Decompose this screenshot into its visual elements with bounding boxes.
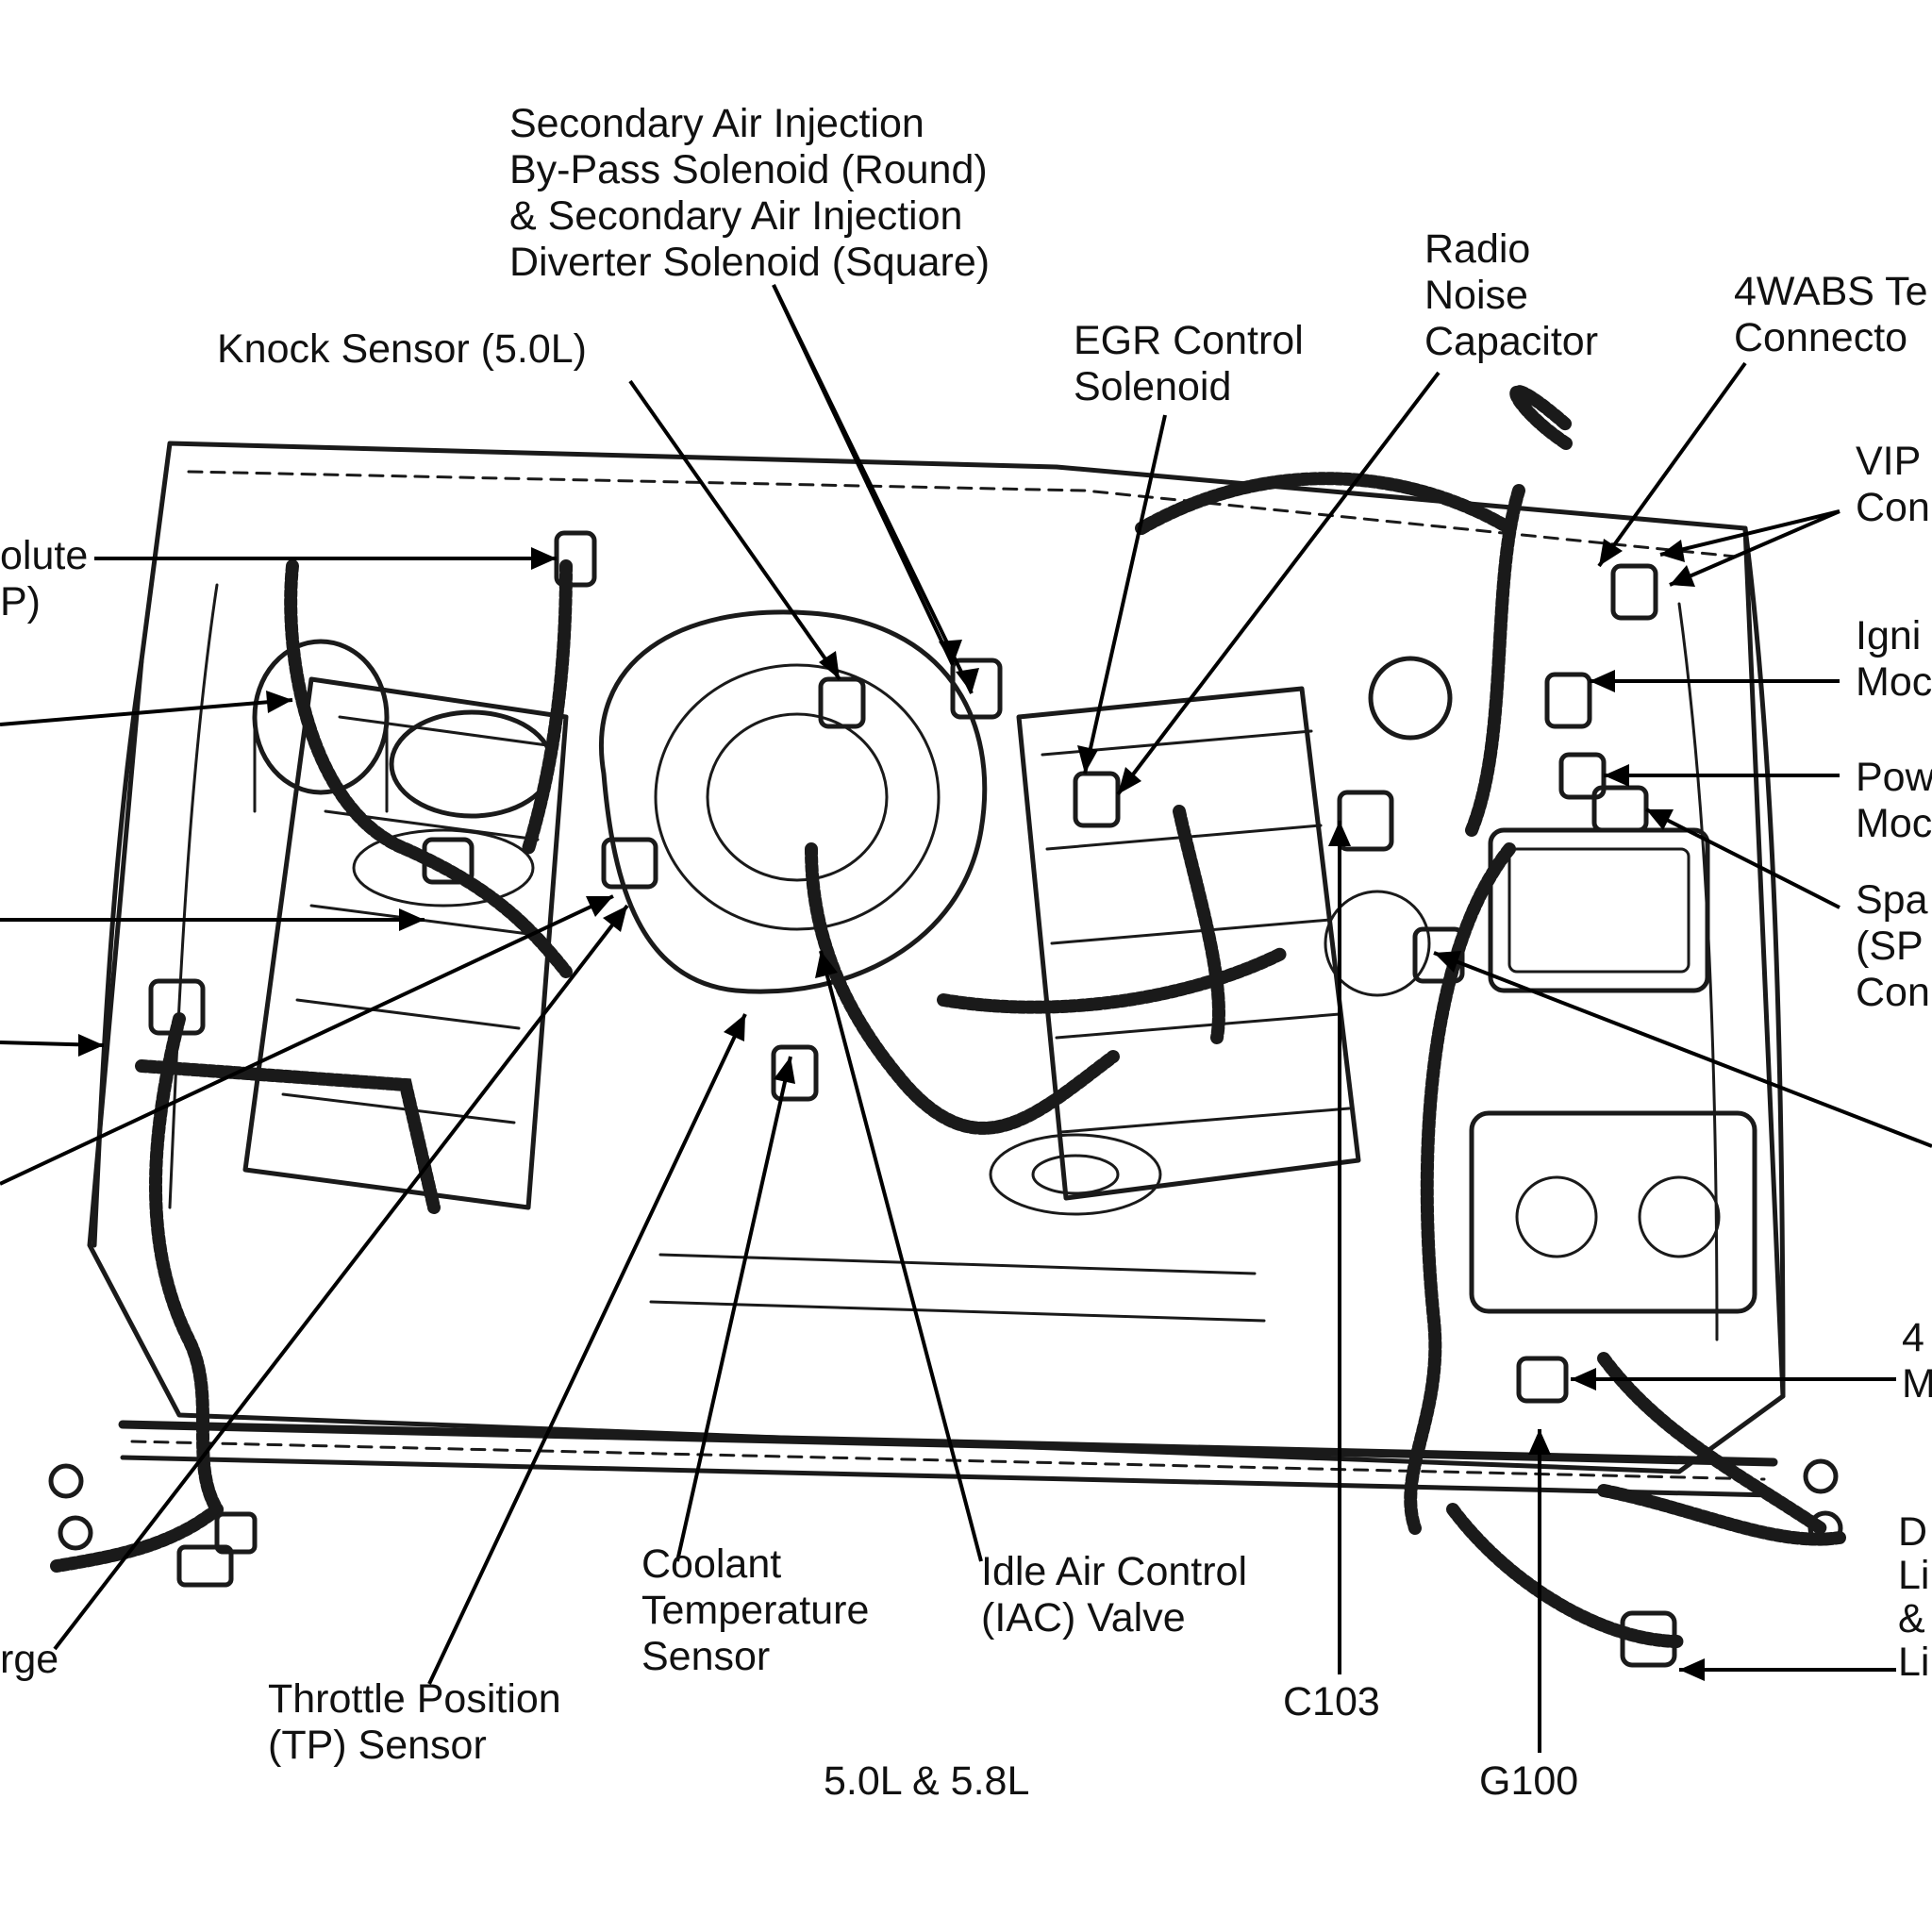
label-radio-noise-capacitor: Radio Noise Capacitor [1424, 226, 1598, 364]
label-4t-motor: 4 M [1902, 1315, 1932, 1407]
label-coolant-temperature-sensor: Coolant Temperature Sensor [641, 1541, 880, 1679]
label-c103: C103 [1283, 1679, 1380, 1724]
label-purge: rge [0, 1637, 58, 1682]
label-dl-lamp: D Li & Li [1898, 1509, 1932, 1685]
label-4wabs-connector: 4WABS Te Connecto [1734, 269, 1932, 360]
label-absolute-map: olute P) [0, 533, 99, 625]
label-power-module: Pow Moc [1856, 755, 1932, 846]
label-knock-sensor: Knock Sensor (5.0L) [217, 326, 587, 372]
label-vip-connector: VIP Con [1856, 439, 1931, 530]
label-ignition-module: Igni Moc [1856, 613, 1932, 705]
label-g100: G100 [1479, 1758, 1578, 1804]
engine-illustration [48, 385, 1846, 1668]
label-spout-connector: Spa (SP Con [1856, 877, 1932, 1015]
label-idle-air-control-valve: Idle Air Control (IAC) Valve [981, 1549, 1258, 1641]
callout-labels: Secondary Air Injection By-Pass Solenoid… [0, 101, 1932, 1804]
label-egr-solenoid: EGR Control Solenoid [1074, 318, 1315, 409]
leader-lines [0, 284, 1932, 1753]
caption-engine-size: 5.0L & 5.8L [824, 1758, 1029, 1804]
label-secondary-air: Secondary Air Injection By-Pass Solenoid… [509, 101, 999, 285]
label-throttle-position-sensor: Throttle Position (TP) Sensor [268, 1676, 573, 1768]
